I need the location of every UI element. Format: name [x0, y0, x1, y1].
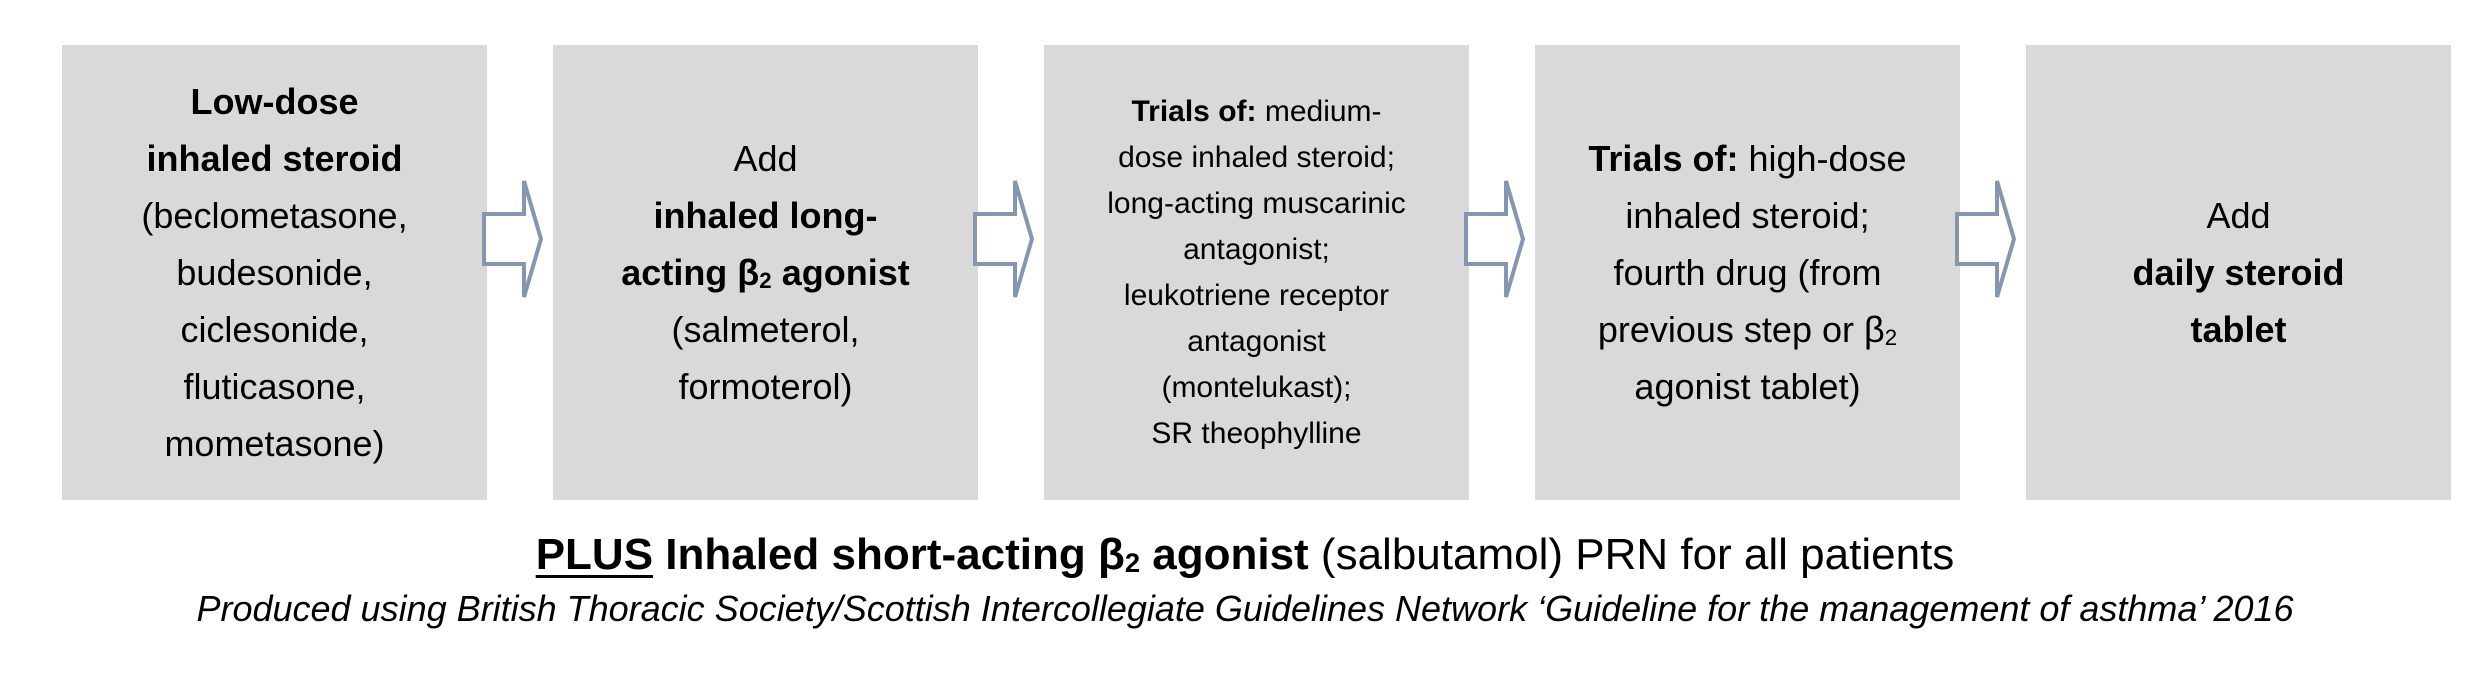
arrow-right-shape: [1955, 180, 2017, 298]
text-segment: 2: [1124, 547, 1141, 579]
text-line: inhaled steroid: [62, 130, 487, 187]
text-line: inhaled steroid;: [1535, 187, 1960, 244]
text-segment: fluticasone,: [183, 366, 366, 407]
text-segment: medium-: [1256, 94, 1382, 128]
flowchart-row: Low-dose inhaled steroid (beclometasone, bu…: [62, 45, 2451, 500]
text-segment: high-dose: [1738, 138, 1907, 179]
text-segment: fourth drug (from: [1613, 252, 1882, 293]
text-segment: dose inhaled steroid;: [1118, 140, 1395, 174]
text-segment: mometasone): [164, 423, 385, 464]
arrow-right-shape: [482, 180, 544, 298]
arrow-right-icon: [973, 180, 1035, 298]
text-line: SR theophylline: [1044, 411, 1469, 457]
text-line: Trials of: medium-: [1044, 89, 1469, 135]
text-line: mometasone): [62, 415, 487, 472]
arrow-right-icon: [1464, 180, 1526, 298]
text-segment: (salmeterol,: [671, 309, 860, 350]
text-segment: antagonist: [1187, 324, 1326, 358]
text-segment: acting β: [621, 252, 760, 293]
text-line: budesonide,: [62, 244, 487, 301]
arrow-right-shape: [973, 180, 1035, 298]
text-segment: tablet: [2190, 309, 2287, 350]
text-segment: 2: [759, 267, 772, 293]
text-segment: previous step or β: [1597, 309, 1885, 350]
text-line: fluticasone,: [62, 358, 487, 415]
text-segment: ciclesonide,: [180, 309, 369, 350]
arrow-right-shape: [1464, 180, 1526, 298]
arrow-slot-4: [1955, 178, 2026, 300]
text-segment: budesonide,: [176, 252, 373, 293]
text-segment: Add: [733, 138, 798, 179]
text-segment: formoterol): [678, 366, 853, 407]
text-line: dose inhaled steroid;: [1044, 135, 1469, 181]
text-segment: Add: [2206, 195, 2271, 236]
flow-step-1-low-dose-inhaled-steroid: Low-dose inhaled steroid (beclometasone, bu…: [62, 45, 487, 500]
arrow-slot-1: [482, 178, 553, 300]
flow-step-2-add-inhaled-laba: Add inhaled long-acting β2 agonist (salmet…: [553, 45, 978, 500]
text-segment: SR theophylline: [1151, 416, 1362, 450]
text-segment: (salbutamol) PRN for all patients: [1308, 530, 1955, 579]
arrow-slot-3: [1464, 178, 1535, 300]
text-line: acting β2 agonist: [553, 244, 978, 301]
text-segment: daily steroid: [2132, 252, 2345, 293]
text-line: fourth drug (from: [1535, 244, 1960, 301]
flow-step-4-trials-high-dose: Trials of: high-dose inhaled steroid; four…: [1535, 45, 1960, 500]
text-segment: leukotriene receptor: [1123, 278, 1390, 312]
text-segment: inhaled steroid: [146, 138, 403, 179]
text-segment: inhaled steroid;: [1625, 195, 1870, 236]
flow-step-5-add-daily-steroid-tablet: Add daily steroid tablet: [2026, 45, 2451, 500]
flow-step-3-trials-medium-dose: Trials of: medium-dose inhaled steroid; l…: [1044, 45, 1469, 500]
text-segment: PLUS: [535, 530, 654, 579]
arrow-right-icon: [482, 180, 544, 298]
text-line: (montelukast);: [1044, 365, 1469, 411]
text-line: agonist tablet): [1535, 358, 1960, 415]
text-segment: agonist: [1140, 530, 1309, 579]
text-line: antagonist: [1044, 319, 1469, 365]
text-segment: agonist tablet): [1634, 366, 1861, 407]
prn-note: PLUS Inhaled short-acting β2 agonist (sa…: [0, 526, 2490, 584]
text-line: previous step or β2: [1535, 301, 1960, 358]
text-line: Low-dose: [62, 73, 487, 130]
text-segment: Trials of:: [1131, 94, 1257, 128]
arrow-right-icon: [1955, 180, 2017, 298]
text-segment: (montelukast);: [1161, 370, 1352, 404]
text-line: leukotriene receptor: [1044, 273, 1469, 319]
text-line: Trials of: high-dose: [1535, 130, 1960, 187]
text-segment: long-acting muscarinic: [1107, 186, 1406, 220]
text-line: long-acting muscarinic: [1044, 181, 1469, 227]
text-line: inhaled long-: [553, 187, 978, 244]
text-line: antagonist;: [1044, 227, 1469, 273]
text-segment: 2: [1884, 324, 1898, 350]
text-segment: agonist: [771, 252, 910, 293]
text-line: ciclesonide,: [62, 301, 487, 358]
text-line: Add: [2026, 187, 2451, 244]
text-segment: Inhaled short-acting β: [665, 530, 1125, 579]
text-segment: (beclometasone,: [141, 195, 408, 236]
text-segment: Low-dose: [190, 81, 359, 122]
text-line: Add: [553, 130, 978, 187]
text-segment: Trials of:: [1588, 138, 1739, 179]
text-segment: [653, 530, 665, 579]
text-line: daily steroid: [2026, 244, 2451, 301]
text-line: tablet: [2026, 301, 2451, 358]
text-segment: inhaled long-: [653, 195, 878, 236]
text-line: (beclometasone,: [62, 187, 487, 244]
source-attribution: Produced using British Thoracic Society/…: [196, 588, 2294, 629]
arrow-slot-2: [973, 178, 1044, 300]
text-line: formoterol): [553, 358, 978, 415]
text-segment: antagonist;: [1183, 232, 1330, 266]
text-line: (salmeterol,: [553, 301, 978, 358]
